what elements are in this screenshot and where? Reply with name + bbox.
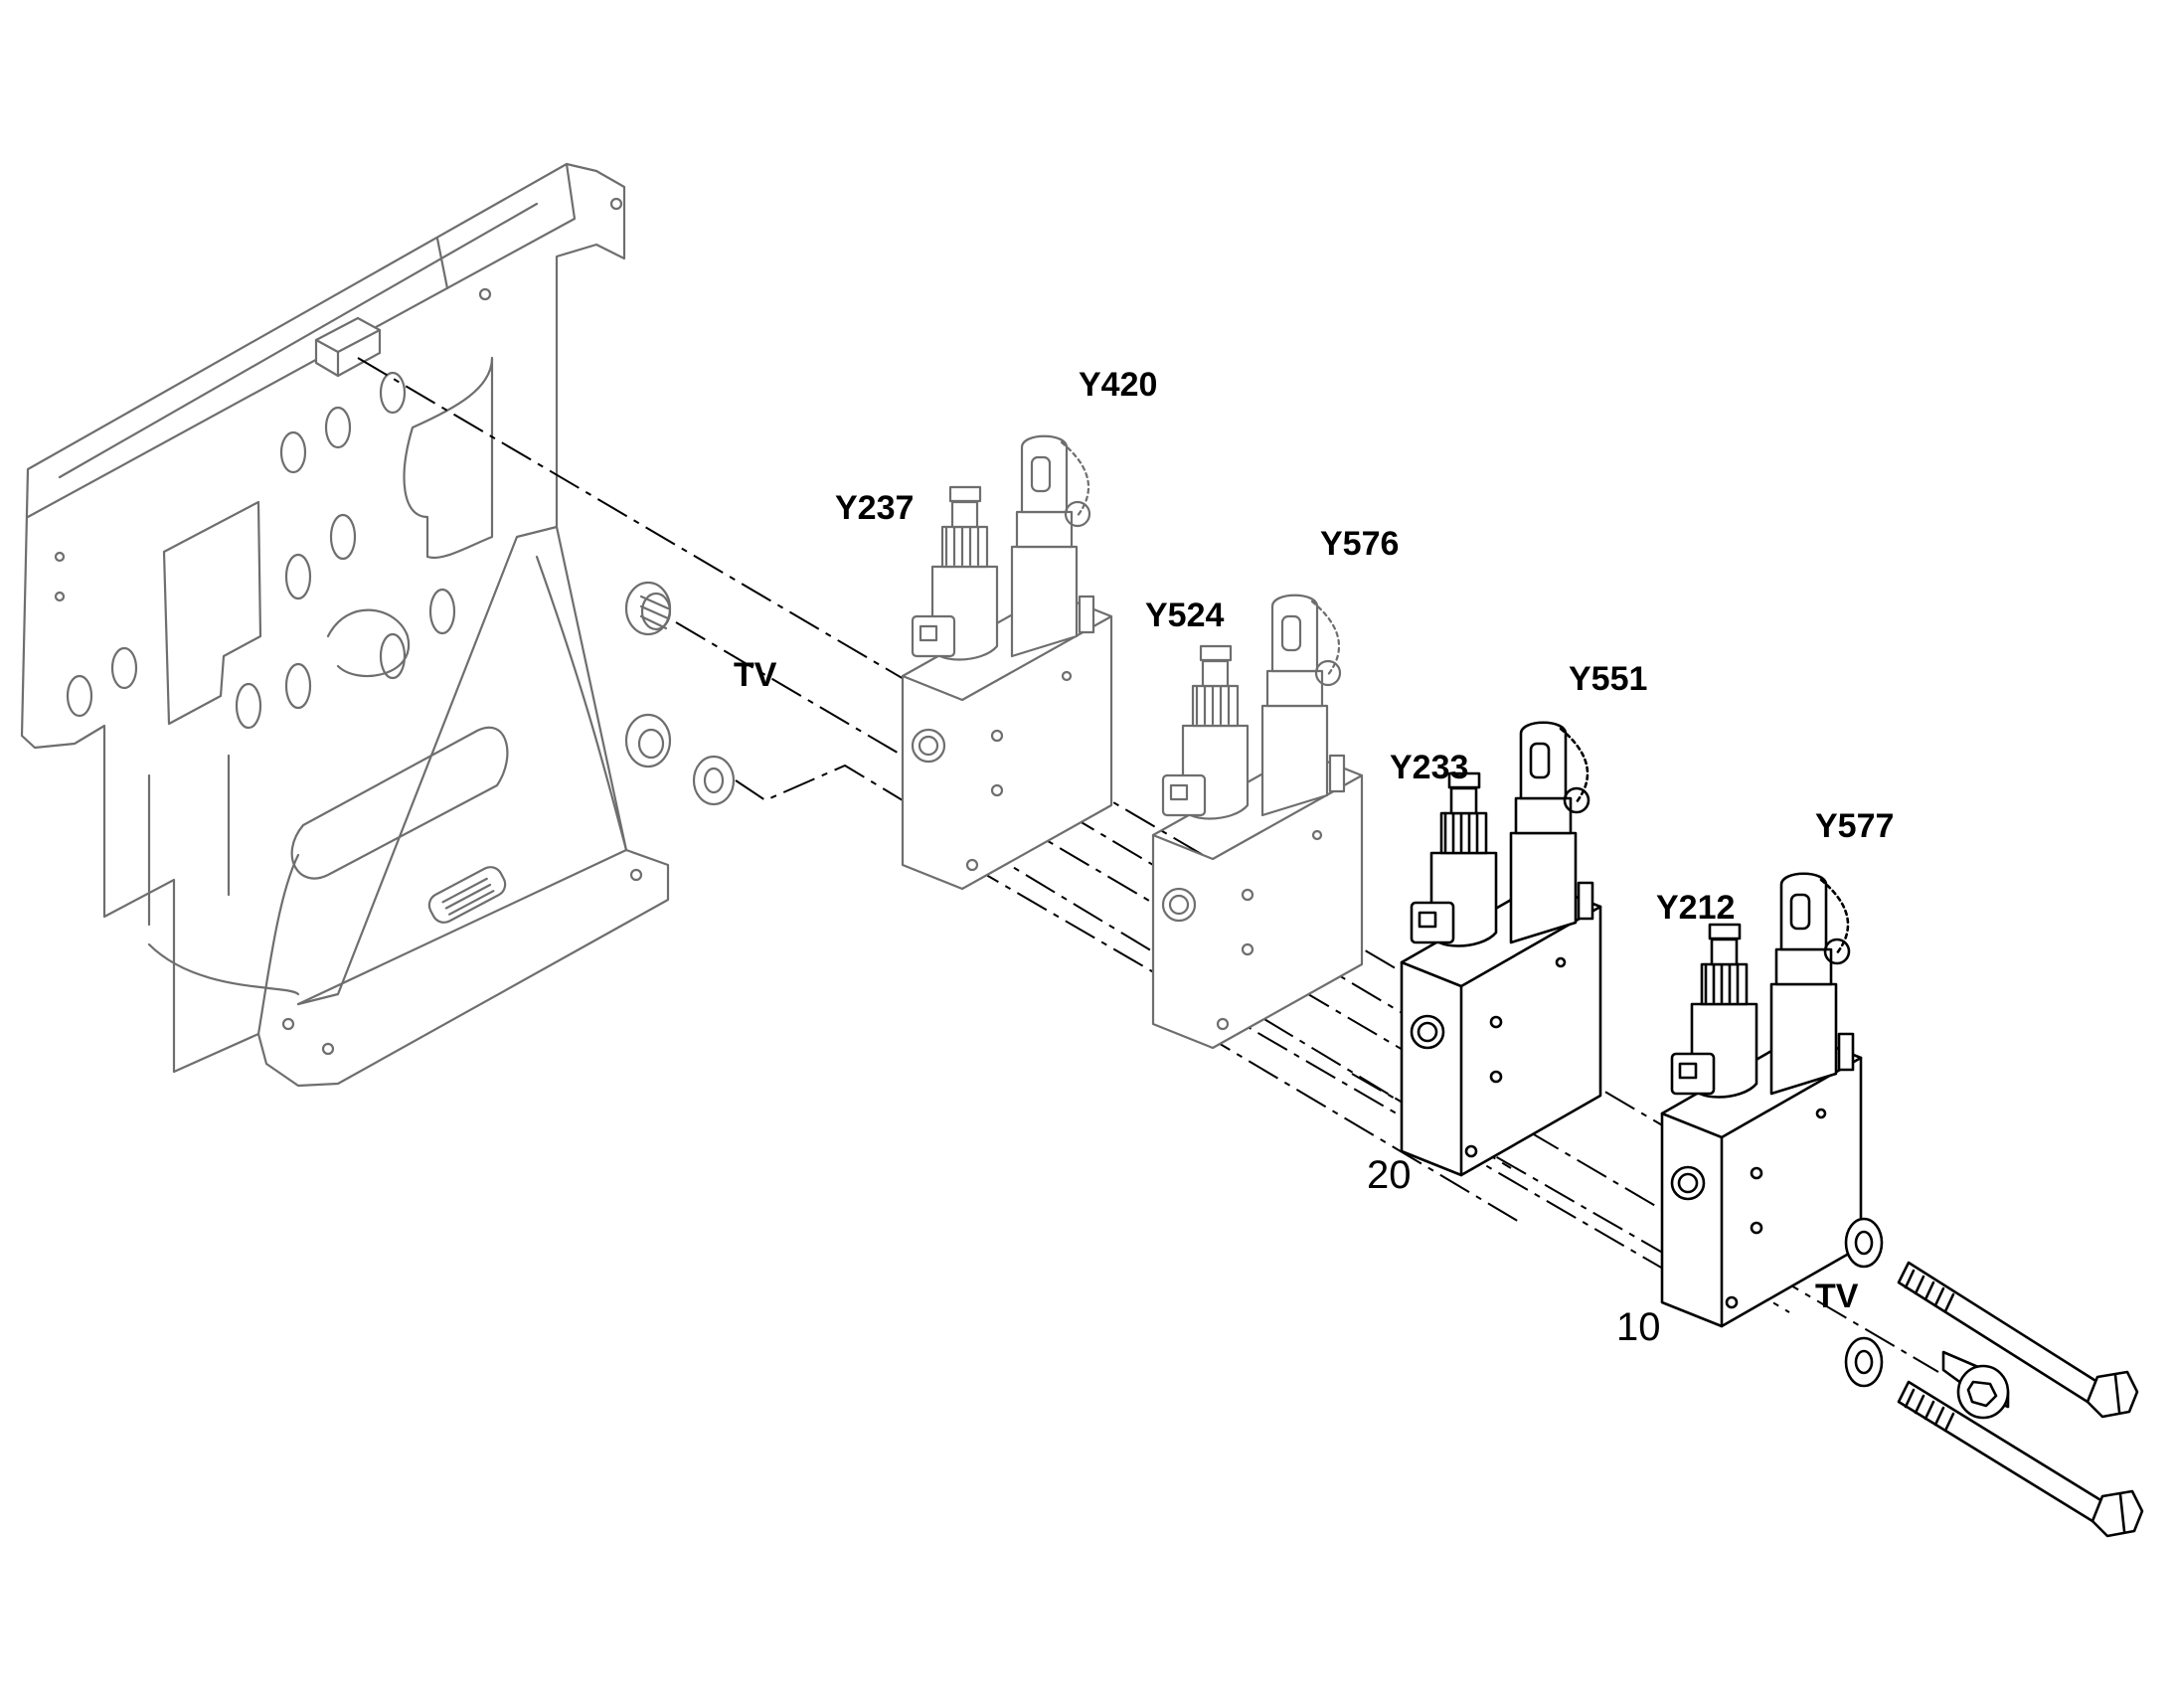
label-y577: Y577 <box>1815 807 1894 845</box>
label-y551: Y551 <box>1569 660 1647 698</box>
bolt-upper <box>1897 1261 2139 1419</box>
label-item-20: 20 <box>1367 1153 1412 1197</box>
label-y420: Y420 <box>1079 366 1157 404</box>
label-y576: Y576 <box>1320 525 1399 563</box>
left-nut <box>624 713 672 769</box>
mounting-bracket <box>20 162 670 1088</box>
right-washer-lower <box>1844 1336 1884 1388</box>
label-tv-right: TV <box>1815 1278 1859 1315</box>
right-washer-upper <box>1844 1217 1884 1269</box>
label-item-10: 10 <box>1616 1305 1661 1349</box>
right-plug-fitting <box>1941 1350 2010 1420</box>
left-plug-fitting <box>624 581 672 636</box>
label-y212: Y212 <box>1656 889 1735 927</box>
label-y233: Y233 <box>1390 749 1468 786</box>
part-labels: Y420 Y237 Y576 Y524 Y551 Y233 Y577 Y212 … <box>734 366 1894 1349</box>
valve-block-y524-y576 <box>1151 594 1364 1050</box>
bolt-lower <box>1897 1380 2144 1538</box>
valve-block-y237-y420 <box>901 434 1113 891</box>
label-tv-left: TV <box>734 656 777 694</box>
label-y524: Y524 <box>1145 597 1224 634</box>
valve-block-y212-y577 <box>1660 872 1863 1328</box>
left-washer <box>692 755 736 806</box>
label-y237: Y237 <box>835 489 914 527</box>
valve-block-y233-y551 <box>1400 721 1602 1177</box>
